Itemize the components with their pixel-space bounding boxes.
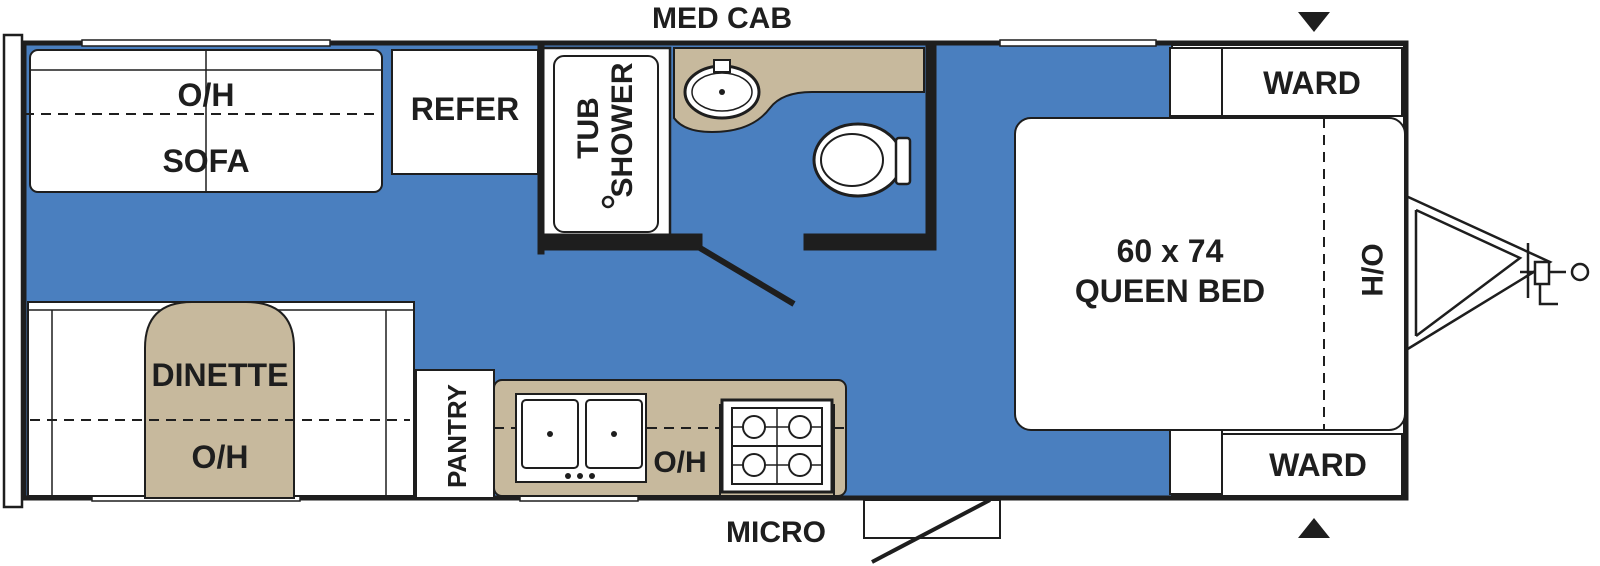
toilet bbox=[812, 122, 912, 198]
wardrobe-bottom bbox=[1221, 433, 1403, 497]
tub-label: TUB bbox=[572, 97, 605, 159]
stove bbox=[719, 398, 835, 496]
kitchen-overhead-label: O/H bbox=[653, 446, 706, 479]
wardrobe-bottom-label: WARD bbox=[1269, 447, 1367, 483]
bathroom-walls bbox=[537, 45, 937, 255]
pantry bbox=[415, 369, 495, 499]
slide-arrow-top-icon bbox=[1298, 12, 1330, 32]
sofa bbox=[24, 49, 383, 193]
slide-arrow-bottom-icon bbox=[1298, 518, 1330, 538]
shower-label: SHOWER bbox=[606, 62, 639, 197]
wardrobe-top bbox=[1221, 47, 1403, 117]
sofa-overhead-label: O/H bbox=[178, 77, 235, 113]
entry-door bbox=[871, 498, 991, 564]
tub-drain bbox=[601, 195, 615, 209]
rear-bumper bbox=[2, 33, 24, 509]
bed-size-label: 60 x 74 bbox=[1117, 233, 1224, 269]
tub-basin bbox=[553, 55, 659, 233]
window-top-left bbox=[81, 39, 331, 47]
bed-name-label: QUEEN BED bbox=[1075, 273, 1265, 309]
bathroom-sink-drain bbox=[719, 89, 725, 95]
dinette-table bbox=[144, 301, 295, 499]
dinette-overhead-label: O/H bbox=[192, 439, 249, 475]
bathroom-door bbox=[698, 245, 796, 307]
sofa-label: SOFA bbox=[162, 143, 249, 179]
bedroom-nook bbox=[1169, 47, 1223, 117]
faucet-icon bbox=[713, 59, 731, 73]
bedroom-nook-bottom bbox=[1169, 429, 1223, 495]
microwave-label: MICRO bbox=[726, 516, 826, 549]
dinette-label: DINETTE bbox=[152, 357, 289, 393]
wardrobe-top-label: WARD bbox=[1263, 65, 1361, 101]
medicine-cabinet-label: MED CAB bbox=[652, 2, 792, 35]
queen-bed bbox=[1014, 117, 1406, 431]
window-top-right bbox=[999, 39, 1157, 47]
hitch bbox=[1405, 194, 1590, 352]
kitchen-sink bbox=[515, 393, 647, 483]
pantry-label: PANTRY bbox=[442, 384, 472, 488]
bed-overhead-label: O/H bbox=[1355, 243, 1388, 296]
refrigerator-label: REFER bbox=[411, 91, 519, 127]
